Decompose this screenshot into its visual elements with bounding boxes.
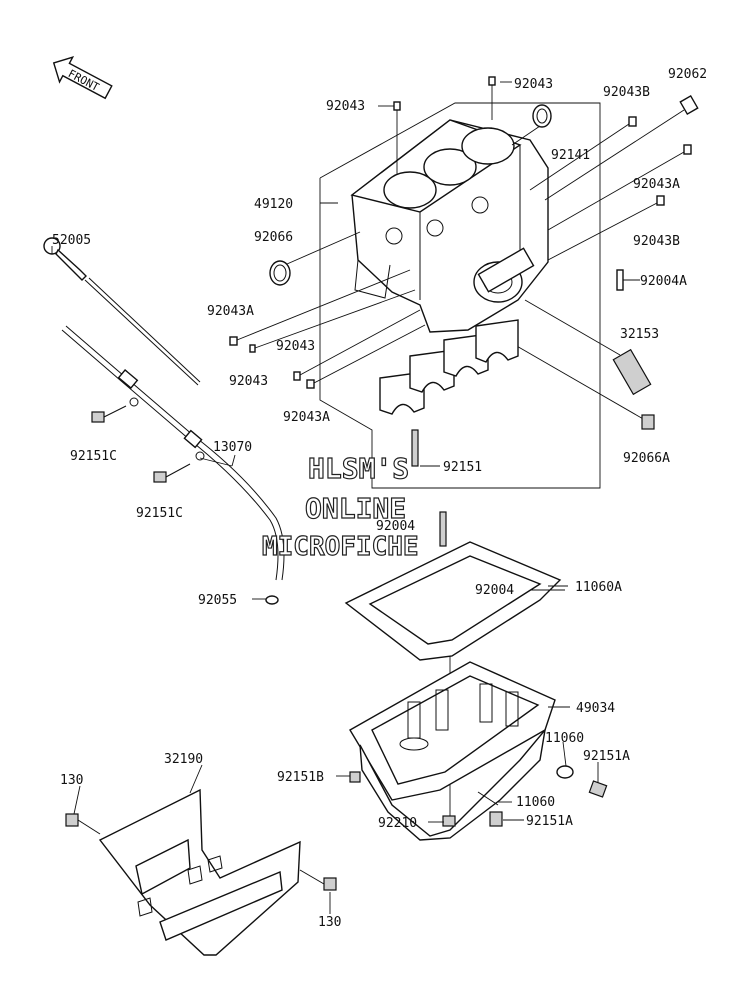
watermark-line-2: ONLINE (305, 492, 406, 525)
dipstick-52005 (43, 237, 201, 386)
seal-92066 (269, 260, 291, 286)
callout-92066A: 92066A (623, 451, 670, 466)
bolt-92151C-a (91, 405, 127, 423)
callout-92043A-left: 92043A (207, 304, 254, 319)
callout-11060A: 11060A (575, 580, 622, 595)
cylinder-block (350, 119, 549, 333)
callout-92151C-a: 92151C (70, 449, 117, 464)
callout-49120: 49120 (254, 197, 293, 212)
seal-92141 (532, 104, 552, 128)
plug-92066A (641, 414, 655, 430)
callout-130-a: 130 (60, 773, 83, 788)
leader-lines-upper (236, 81, 685, 421)
callout-92151C-b: 92151C (136, 506, 183, 521)
pipe-32153 (612, 348, 652, 396)
bolt-130-b (299, 869, 337, 891)
bearing-caps (379, 319, 519, 415)
leader-lines-lower (51, 246, 599, 914)
reference-frame (319, 102, 601, 489)
callout-labels: 92043 92043 92043B 92062 92141 49120 920… (52, 67, 707, 930)
bolt-92151 (411, 429, 440, 467)
watermark: HLSM'S ONLINE MICROFICHE (261, 451, 419, 562)
callout-92151: 92151 (443, 460, 482, 475)
oil-pan-49034 (349, 661, 556, 841)
callout-92043-mid-b: 92043 (229, 374, 268, 389)
callout-92066: 92066 (254, 230, 293, 245)
callout-11060-b: 11060 (516, 795, 555, 810)
gasket-11060A (344, 541, 562, 661)
callout-92141: 92141 (551, 148, 590, 163)
callout-32190: 32190 (164, 752, 203, 767)
drain-parts (349, 765, 608, 827)
callout-92043B-right: 92043B (633, 234, 680, 249)
callout-49034: 49034 (576, 701, 615, 716)
callout-92043A-bottom: 92043A (283, 410, 330, 425)
watermark-line-1: HLSM'S (308, 452, 409, 485)
callout-92004-a: 92004 (376, 519, 415, 534)
callout-92004A: 92004A (640, 274, 687, 289)
stud-92004-a (439, 511, 447, 547)
callout-92043-top-a: 92043 (326, 99, 365, 114)
plugs (229, 76, 699, 389)
callout-92043B-top: 92043B (603, 85, 650, 100)
callout-92043-top-b: 92043 (514, 77, 553, 92)
callout-92043A-right: 92043A (633, 177, 680, 192)
callout-92210: 92210 (378, 816, 417, 831)
callout-92062: 92062 (668, 67, 707, 82)
callout-92043-mid-a: 92043 (276, 339, 315, 354)
callout-92055: 92055 (198, 593, 237, 608)
callout-92151B: 92151B (277, 770, 324, 785)
bolt-92151C-b (153, 463, 191, 483)
callout-32153: 32153 (620, 327, 659, 342)
callout-92151A-a: 92151A (583, 749, 630, 764)
watermark-line-3: MICROFICHE (262, 532, 419, 562)
callout-52005: 52005 (52, 233, 91, 248)
callout-130-b: 130 (318, 915, 341, 930)
front-arrow-icon: FRONT (52, 56, 113, 100)
callout-13070: 13070 (213, 440, 252, 455)
callout-92151A-b: 92151A (526, 814, 573, 829)
skid-plate-32190 (98, 788, 301, 956)
bolt-130-a (65, 813, 101, 835)
callout-92004-b: 92004 (475, 583, 514, 598)
callout-11060-a: 11060 (545, 731, 584, 746)
guide-tube-13070 (61, 325, 285, 605)
